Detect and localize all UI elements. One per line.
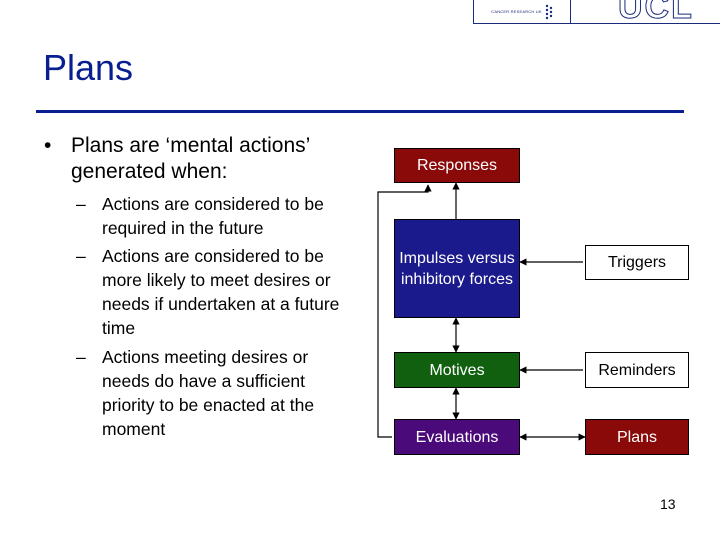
sub-bullet-text: Actions are considered to be more likely… bbox=[102, 246, 340, 338]
title-rule bbox=[36, 110, 684, 113]
header-rule bbox=[571, 23, 720, 24]
triggers-box: Triggers bbox=[585, 245, 689, 280]
evaluations-box: Evaluations bbox=[394, 419, 520, 455]
reminders-box: Reminders bbox=[585, 352, 689, 388]
sub-bullet-dash: – bbox=[76, 347, 86, 367]
main-bullet-text: Plans are ‘mental actions’ generated whe… bbox=[71, 134, 310, 183]
sub-bullet-dash: – bbox=[76, 246, 86, 266]
sub-bullet: – Actions are considered to be required … bbox=[76, 192, 356, 240]
impulses-box: Impulses versus inhibitory forces bbox=[394, 219, 520, 318]
cr-logo-text: CANCER RESEARCH UK bbox=[491, 9, 542, 14]
sub-bullet-text: Actions meeting desires or needs do have… bbox=[102, 347, 315, 439]
motives-box: Motives bbox=[394, 352, 520, 388]
responses-box: Responses bbox=[394, 148, 520, 183]
arrow-evaluations-to-responses bbox=[377, 184, 432, 438]
bullet-dot: • bbox=[44, 134, 52, 157]
sub-bullet-dash: – bbox=[76, 194, 86, 214]
sub-bullet: – Actions meeting desires or needs do ha… bbox=[76, 345, 356, 441]
main-bullet: • Plans are ‘mental actions’ generated w… bbox=[44, 133, 364, 185]
page-number: 13 bbox=[660, 496, 676, 512]
plans-box: Plans bbox=[585, 419, 689, 455]
ucl-logo: UCL bbox=[618, 0, 694, 26]
sub-bullet: – Actions are considered to be more like… bbox=[76, 244, 356, 340]
slide-title: Plans bbox=[43, 47, 134, 88]
cr-logo-mark-icon bbox=[545, 4, 552, 19]
cancer-research-uk-logo: CANCER RESEARCH UK bbox=[473, 0, 571, 24]
sub-bullet-text: Actions are considered to be required in… bbox=[102, 194, 324, 238]
